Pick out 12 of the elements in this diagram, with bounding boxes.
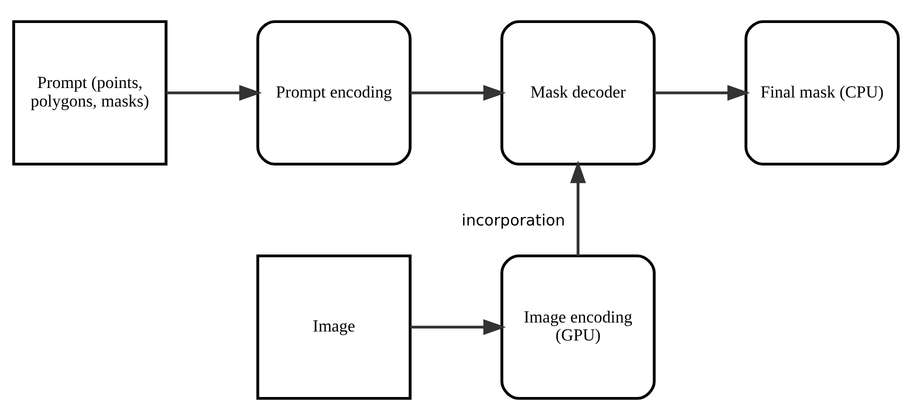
node-box: Mask decoder (500, 20, 656, 166)
node-box: Prompt encoding (256, 20, 412, 166)
arrow (410, 319, 506, 336)
arrow (570, 160, 586, 256)
arrow (654, 84, 750, 101)
edge-label: incorporation (462, 211, 566, 230)
node-box: Image (256, 254, 412, 400)
node-box: Image encoding (GPU) (500, 254, 656, 400)
node-box: Prompt (points, polygons, masks) (12, 20, 168, 166)
arrow (410, 84, 506, 101)
arrow (166, 84, 262, 101)
node-box: Final mask (CPU) (744, 20, 900, 166)
